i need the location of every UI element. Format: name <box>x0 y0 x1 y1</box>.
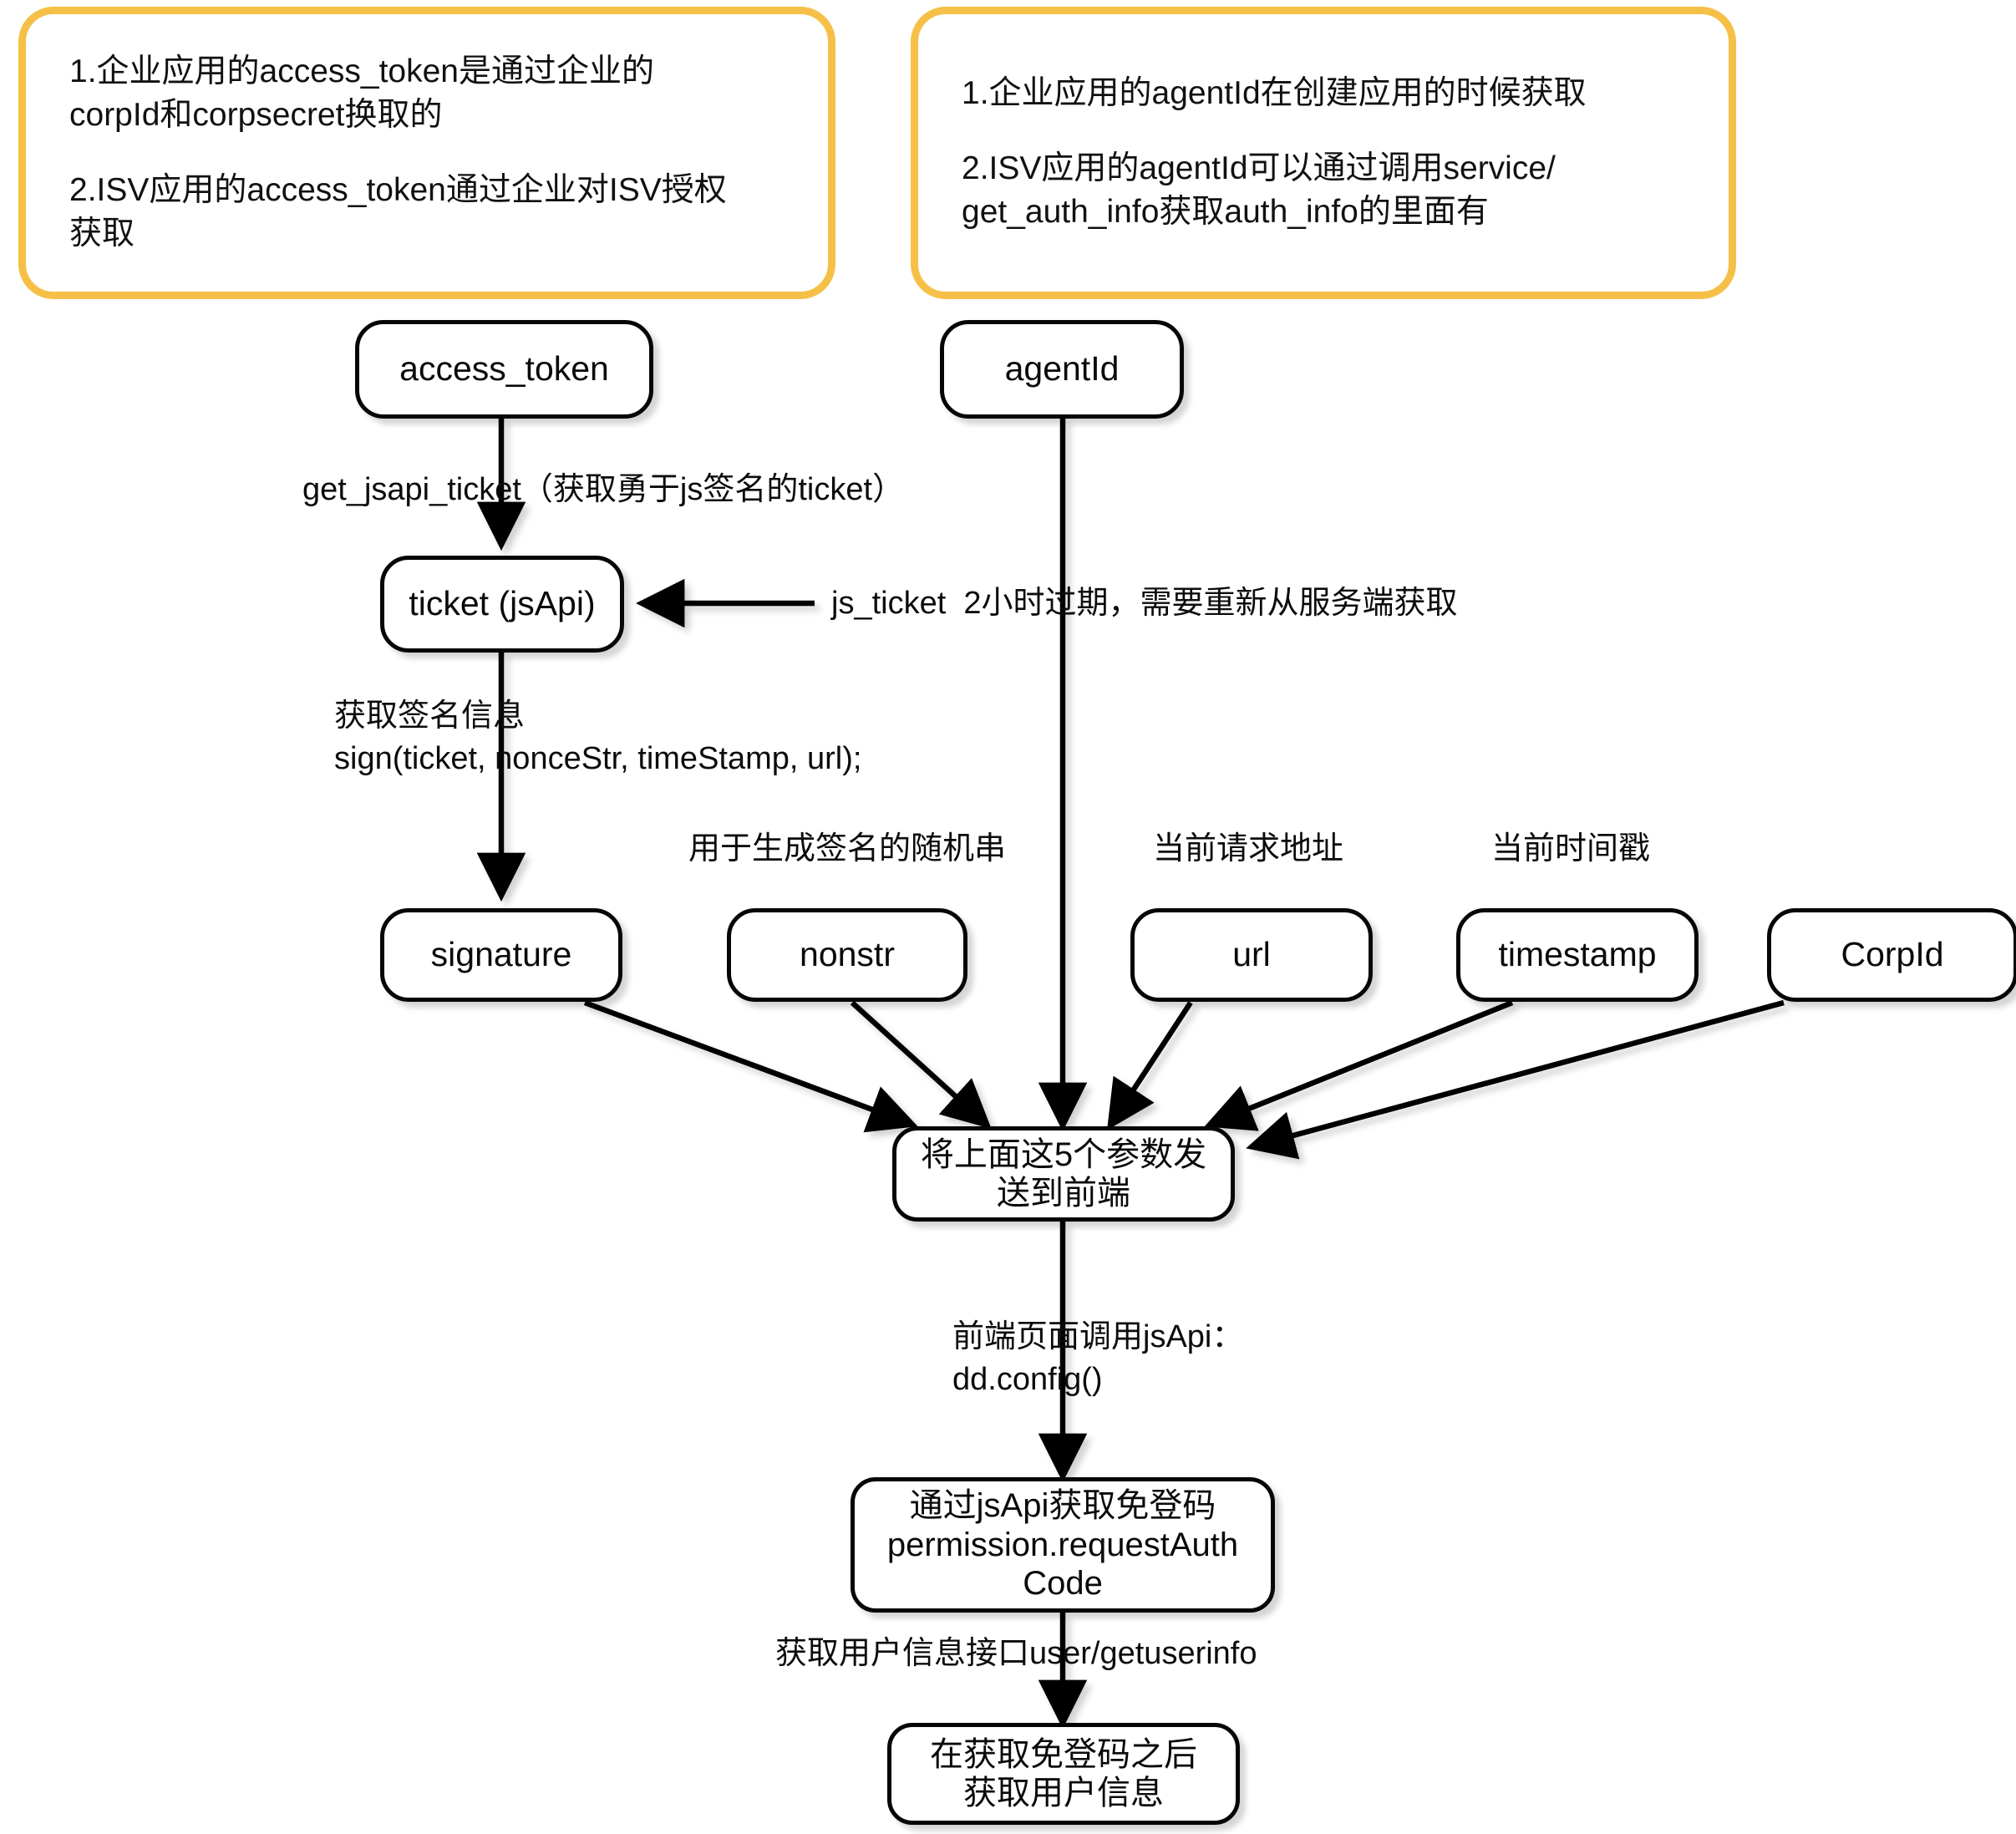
edge-corpid-to-send-params <box>1246 999 1785 1160</box>
label-sign: 获取签名信息 sign(ticket, nonceStr, timeStamp,… <box>334 699 862 776</box>
node-label: timestamp <box>1498 935 1657 974</box>
node-label: signature <box>430 935 572 974</box>
note-line: 2.ISV应用的access_token通过企业对ISV授权 获取 <box>69 172 727 251</box>
label-url-desc: 当前请求地址 <box>1153 831 1344 866</box>
node-nonstr[interactable]: nonstr <box>727 908 967 1002</box>
node-label: url <box>1232 935 1271 974</box>
node-ticket-jsapi[interactable]: ticket (jsApi) <box>380 556 624 653</box>
edge-timestamp-to-send-params <box>1204 999 1514 1131</box>
label-getuserinfo: 获取用户信息接口user/getuserinfo <box>775 1636 1257 1671</box>
label-dd-config: 前端页面调用jsApi： dd.config() <box>952 1319 1244 1397</box>
node-send-params[interactable]: 将上面这5个参数发 送到前端 <box>892 1126 1235 1222</box>
note-access-token: 1.企业应用的access_token是通过企业的 corpId和corpsec… <box>18 7 835 299</box>
note-line: 2.ISV应用的agentId可以通过调用service/ get_auth_i… <box>962 150 1556 230</box>
node-label: 通过jsApi获取免登码 permission.requestAuth Code <box>886 1487 1239 1603</box>
edge-signature-to-send-params <box>583 999 918 1133</box>
node-label: 将上面这5个参数发 送到前端 <box>920 1135 1207 1212</box>
label-get-jsapi-ticket: get_jsapi_ticket（获取勇于js签名的ticket） <box>302 472 905 507</box>
node-label: 在获取免登码之后 获取用户信息 <box>930 1735 1197 1811</box>
node-timestamp[interactable]: timestamp <box>1456 908 1699 1002</box>
node-request-auth-code[interactable]: 通过jsApi获取免登码 permission.requestAuth Code <box>851 1477 1275 1613</box>
note-agentid: 1.企业应用的agentId在创建应用的时候获取 2.ISV应用的agentId… <box>911 7 1736 299</box>
node-signature[interactable]: signature <box>380 908 622 1002</box>
node-label: CorpId <box>1841 935 1944 974</box>
edge-nonstr-to-send-params <box>850 1000 992 1130</box>
node-url[interactable]: url <box>1130 908 1373 1002</box>
label-timestamp-desc: 当前时间戳 <box>1491 831 1651 866</box>
node-label: ticket (jsApi) <box>409 584 596 623</box>
node-agentid[interactable]: agentId <box>940 320 1184 419</box>
node-label: agentId <box>1004 349 1120 389</box>
node-get-userinfo[interactable]: 在获取免登码之后 获取用户信息 <box>887 1723 1240 1825</box>
edge-url-to-send-params <box>1107 1001 1193 1130</box>
node-label: access_token <box>399 349 609 389</box>
node-access-token[interactable]: access_token <box>355 320 653 419</box>
note-line: 1.企业应用的access_token是通过企业的 corpId和corpsec… <box>69 53 655 134</box>
node-label: nonstr <box>800 935 895 974</box>
label-nonstr-desc: 用于生成签名的随机串 <box>688 831 1007 866</box>
node-corpid[interactable]: CorpId <box>1767 908 2016 1002</box>
note-line: 1.企业应用的agentId在创建应用的时候获取 <box>962 75 1587 112</box>
label-js-ticket-expire: js_ticket 2小时过期，需要重新从服务端获取 <box>831 586 1458 621</box>
